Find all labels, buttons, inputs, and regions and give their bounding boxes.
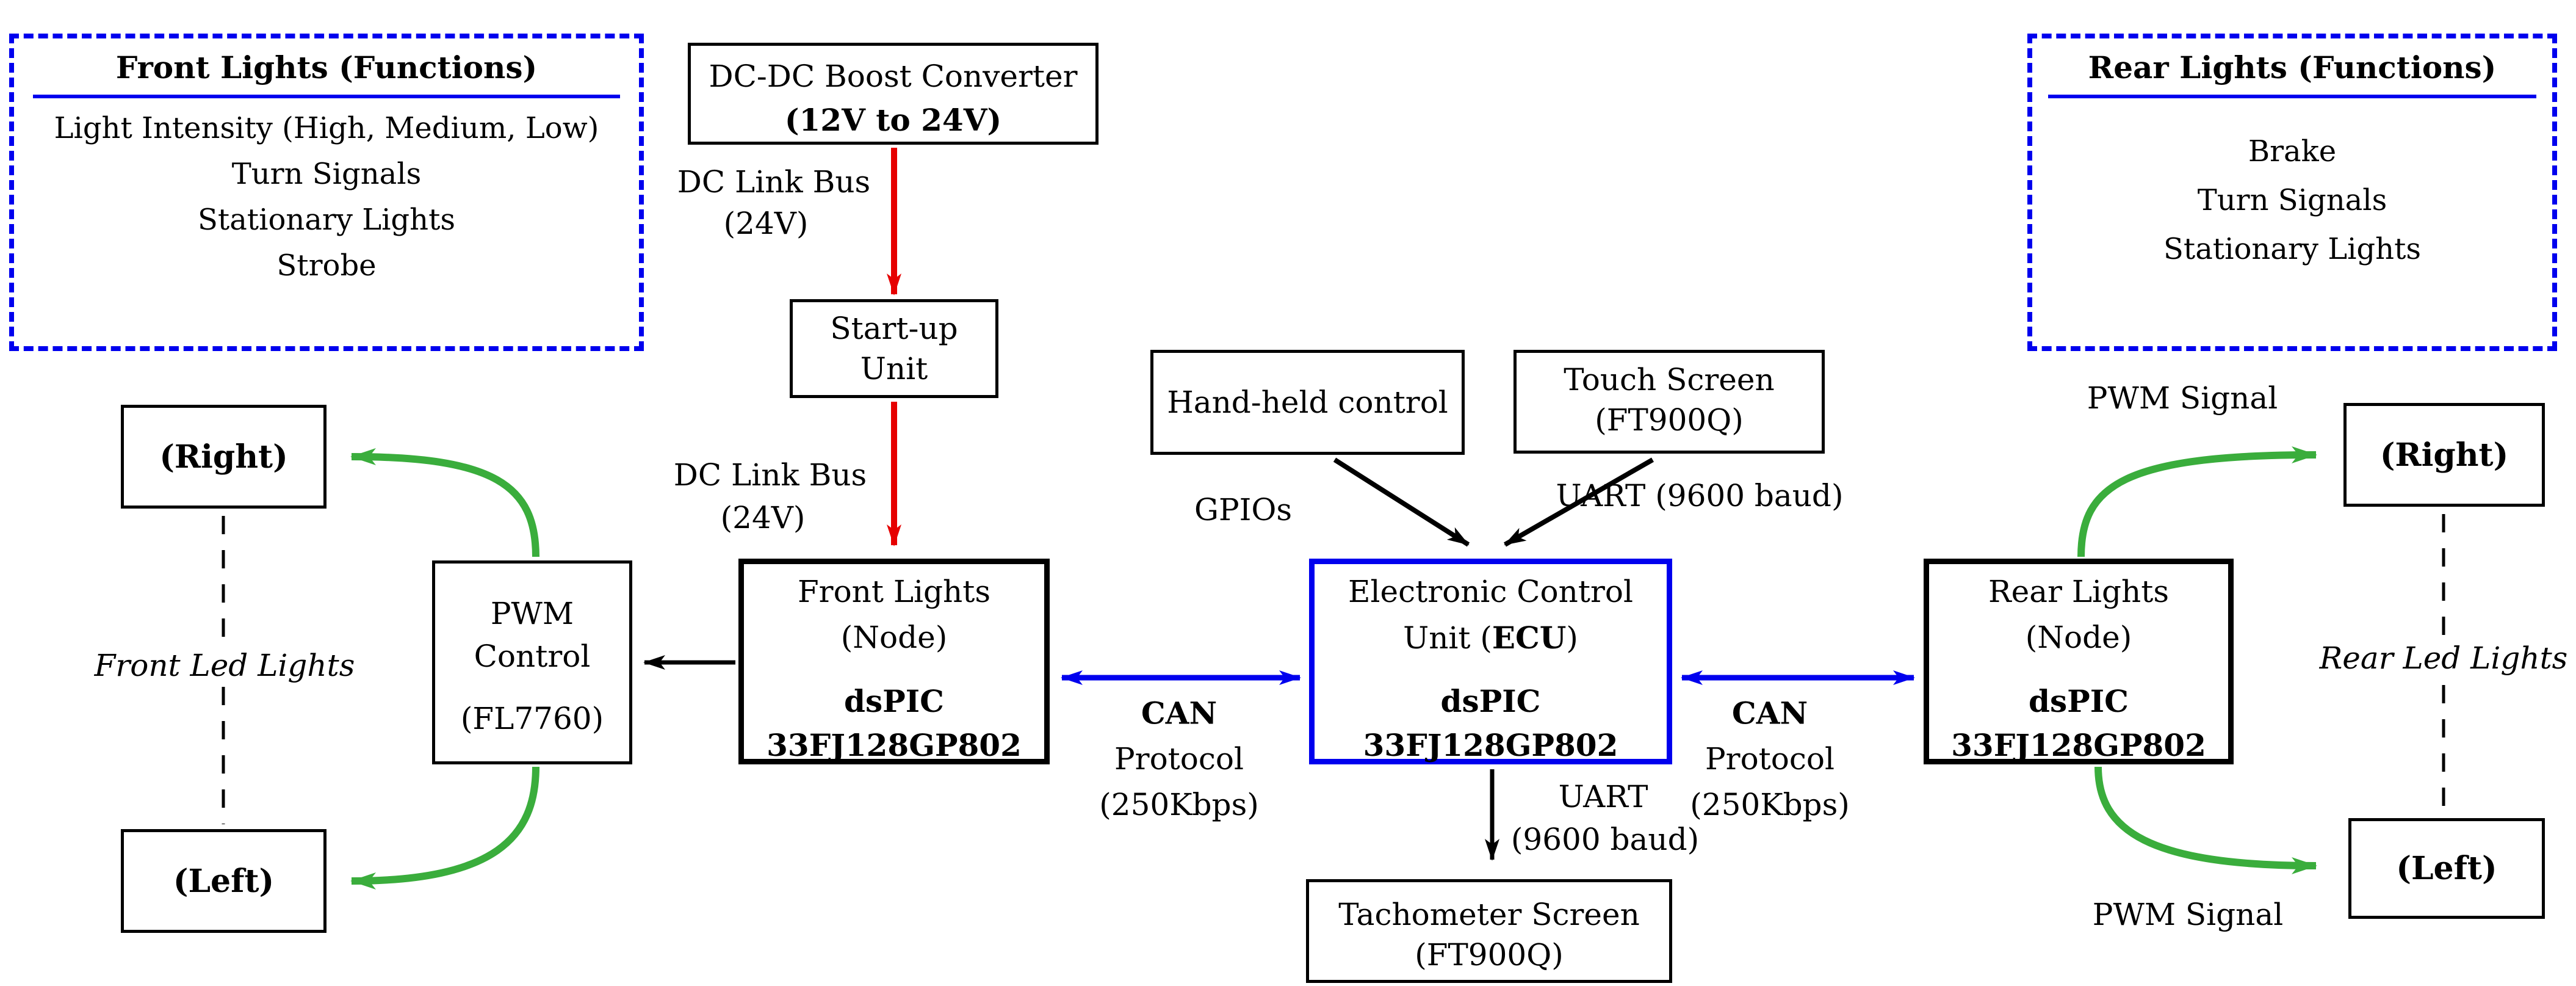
pwm-line2: Control	[474, 639, 591, 674]
rear-functions-list: Brake Turn Signals Stationary Lights	[2032, 127, 2552, 274]
ecu-line1: Electronic Control	[1348, 574, 1633, 609]
rear-functions-title: Rear Lights (Functions)	[2088, 49, 2497, 85]
startup-unit-box: Start-up Unit	[790, 299, 998, 398]
tachometer-line2: (FT900Q)	[1415, 937, 1564, 973]
rear-node-chip1: dsPIC	[2029, 683, 2129, 719]
can-left-line3: (250Kbps)	[1099, 787, 1259, 822]
list-item: Turn Signals	[231, 157, 422, 191]
list-item: Light Intensity (High, Medium, Low)	[54, 111, 599, 145]
front-node-line1: Front Lights	[797, 574, 991, 609]
pwm-signal-bottom-label: PWM Signal	[2092, 897, 2284, 932]
front-left-label: (Left)	[173, 862, 275, 900]
rear-lights-functions-panel: Rear Lights (Functions) Brake Turn Signa…	[2027, 34, 2557, 351]
touchscreen-line2: (FT900Q)	[1595, 402, 1744, 438]
list-item: Stationary Lights	[198, 203, 455, 237]
handheld-label: Hand-held control	[1167, 385, 1448, 420]
touchscreen-box: Touch Screen (FT900Q)	[1513, 350, 1825, 454]
can-right-line3: (250Kbps)	[1690, 787, 1850, 822]
rear-left-lamp-box: (Left)	[2348, 818, 2545, 919]
rear-node-line1: Rear Lights	[1988, 574, 2169, 609]
front-functions-divider	[32, 95, 621, 98]
list-item: Stationary Lights	[2163, 232, 2421, 266]
ecu-line2-bold: ECU	[1492, 620, 1567, 656]
front-right-label: (Right)	[159, 438, 288, 476]
pwm-control-box: PWM Control (FL7760)	[432, 560, 632, 764]
front-left-lamp-box: (Left)	[121, 829, 327, 933]
front-node-chip1: dsPIC	[844, 683, 944, 719]
front-functions-title: Front Lights (Functions)	[115, 49, 538, 85]
rear-right-lamp-box: (Right)	[2343, 403, 2545, 507]
pwm-signal-top-label: PWM Signal	[2087, 380, 2278, 416]
boost-converter-box: DC-DC Boost Converter (12V to 24V)	[688, 43, 1099, 145]
tachometer-line1: Tachometer Screen	[1338, 897, 1640, 932]
can-right-line1: CAN	[1731, 695, 1808, 731]
list-item: Brake	[2248, 134, 2337, 169]
front-right-lamp-box: (Right)	[121, 405, 327, 509]
arrow-pwm-to-front-right	[350, 448, 539, 557]
list-item: Strobe	[276, 248, 377, 283]
handheld-control-box: Hand-held control	[1150, 350, 1465, 455]
pwm-line3: (FL7760)	[460, 701, 604, 736]
startup-line2: Unit	[860, 351, 928, 386]
list-item: Turn Signals	[2197, 183, 2387, 217]
ecu-chip1: dsPIC	[1440, 683, 1541, 719]
arrow-rearnode-to-rear-right	[2077, 446, 2317, 557]
rear-right-label: (Right)	[2379, 436, 2509, 474]
front-node-chip2: 33FJ128GP802	[767, 727, 1022, 763]
tachometer-box: Tachometer Screen (FT900Q)	[1306, 879, 1672, 983]
arrow-handheld-to-ecu	[1333, 457, 1470, 547]
ecu-line2-pre: Unit (	[1403, 620, 1492, 656]
gpios-label: GPIOs	[1194, 492, 1292, 527]
dc-link-bottom-line1: DC Link Bus	[673, 457, 867, 493]
dc-link-top-line1: DC Link Bus	[677, 164, 871, 200]
uart-down-line2: (9600 baud)	[1510, 822, 1700, 857]
arrow-rearnode-to-rear-left	[2094, 766, 2317, 874]
front-lights-functions-panel: Front Lights (Functions) Light Intensity…	[9, 34, 644, 351]
arrow-pwm-to-front-left	[350, 766, 539, 890]
ecu-line2: Unit (ECU)	[1403, 615, 1578, 661]
rear-node-chip2: 33FJ128GP802	[1951, 727, 2206, 763]
startup-line1: Start-up	[830, 311, 958, 346]
touchscreen-line1: Touch Screen	[1564, 362, 1775, 397]
front-lights-node-box: Front Lights (Node) dsPIC 33FJ128GP802	[738, 559, 1050, 764]
front-functions-list: Light Intensity (High, Medium, Low) Turn…	[14, 106, 639, 289]
ecu-line2-post: )	[1566, 620, 1578, 656]
rear-left-label: (Left)	[2396, 850, 2497, 887]
front-led-lights-label: Front Led Lights	[88, 648, 361, 683]
ecu-chip2: 33FJ128GP802	[1363, 727, 1618, 763]
can-left-line1: CAN	[1141, 695, 1218, 731]
uart-down-line1: UART	[1558, 779, 1648, 814]
dc-link-bottom-line2: (24V)	[720, 500, 806, 535]
rear-functions-divider	[2047, 95, 2537, 98]
front-node-line2: (Node)	[840, 620, 948, 655]
rear-lights-node-box: Rear Lights (Node) dsPIC 33FJ128GP802	[1924, 559, 2234, 764]
pwm-line1: PWM	[490, 596, 574, 631]
dc-link-top-line2: (24V)	[723, 206, 809, 241]
arrow-touchscreen-to-ecu	[1504, 457, 1654, 547]
can-right-line2: Protocol	[1705, 741, 1835, 777]
rear-node-line2: (Node)	[2025, 620, 2132, 655]
boost-line2: (12V to 24V)	[784, 102, 1002, 138]
can-left-line2: Protocol	[1114, 741, 1244, 777]
uart-top-label: UART (9600 baud)	[1556, 478, 1844, 513]
boost-line1: DC-DC Boost Converter	[709, 59, 1078, 94]
ecu-box: Electronic Control Unit (ECU) dsPIC 33FJ…	[1309, 559, 1672, 764]
rear-led-lights-label: Rear Led Lights	[2313, 640, 2574, 676]
